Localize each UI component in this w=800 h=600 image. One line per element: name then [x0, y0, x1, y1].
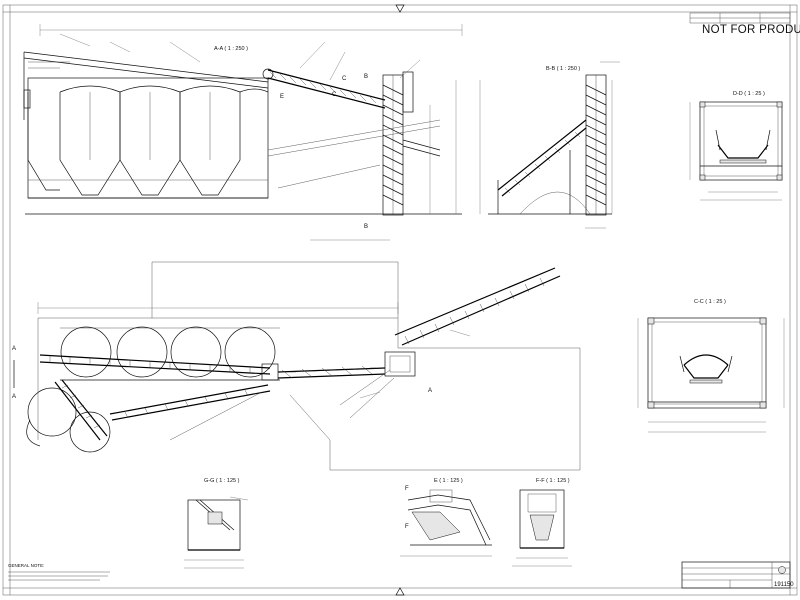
section-gg-title: G-G ( 1 : 125 ) [204, 478, 240, 484]
section-cc-title: C-C ( 1 : 25 ) [694, 299, 726, 305]
section-aa-title: A-A ( 1 : 250 ) [214, 46, 248, 52]
marker-c-upper: C [342, 76, 347, 82]
drawing-number: 191150 [774, 582, 794, 588]
general-notes: GENERAL NOTE: [8, 563, 110, 581]
plan-main-conveyor [39, 354, 386, 381]
title-block: 191150 [681, 561, 794, 589]
sheet-border [2, 4, 798, 596]
marker-c-lower: C [332, 92, 337, 98]
marker-a-left-top: A [12, 346, 16, 352]
section-ee-title: E ( 1 : 125 ) [434, 478, 463, 484]
silo-row-plan [26, 326, 280, 453]
not-for-production-banner: NOT FOR PRODUCTION [702, 24, 800, 36]
top-conveyor-aa [23, 51, 269, 120]
section-aa-view: A-A ( 1 : 250 ) [23, 24, 463, 241]
transfer-tower-aa [382, 71, 441, 216]
general-note-heading: GENERAL NOTE: [8, 563, 44, 568]
section-gg-view: G-G ( 1 : 125 ) [184, 478, 249, 569]
marker-a-right: A [428, 388, 432, 394]
revision-block [689, 12, 791, 24]
section-bb-title: B-B ( 1 : 250 ) [546, 66, 580, 72]
section-cc-view: C-C ( 1 : 25 ) [637, 299, 785, 433]
marker-b-aa-top: B [364, 74, 368, 80]
section-ff-title: F-F ( 1 : 125 ) [536, 478, 570, 484]
plan-lower-conveyors [54, 369, 395, 441]
company-logo [778, 566, 786, 574]
silo-group-aa [27, 85, 269, 199]
section-dd-view: D-D ( 1 : 25 ) [689, 91, 783, 201]
inclined-conveyor-aa [262, 68, 386, 109]
plan-inclined-conveyor [384, 267, 561, 377]
marker-b-aa: B [364, 224, 368, 230]
marker-f-lower: F [405, 524, 409, 530]
plan-view: A A A [12, 261, 581, 471]
marker-e-aa: E [280, 94, 284, 100]
section-bb-view: B-B ( 1 : 250 ) [479, 61, 620, 229]
marker-a-left-bottom: A [12, 394, 16, 400]
section-dd-title: D-D ( 1 : 25 ) [733, 91, 765, 97]
marker-f-upper: F [405, 486, 409, 492]
section-ff-view: F-F ( 1 : 125 ) [512, 478, 572, 567]
section-ee-view: E ( 1 : 125 ) F F [400, 478, 492, 557]
